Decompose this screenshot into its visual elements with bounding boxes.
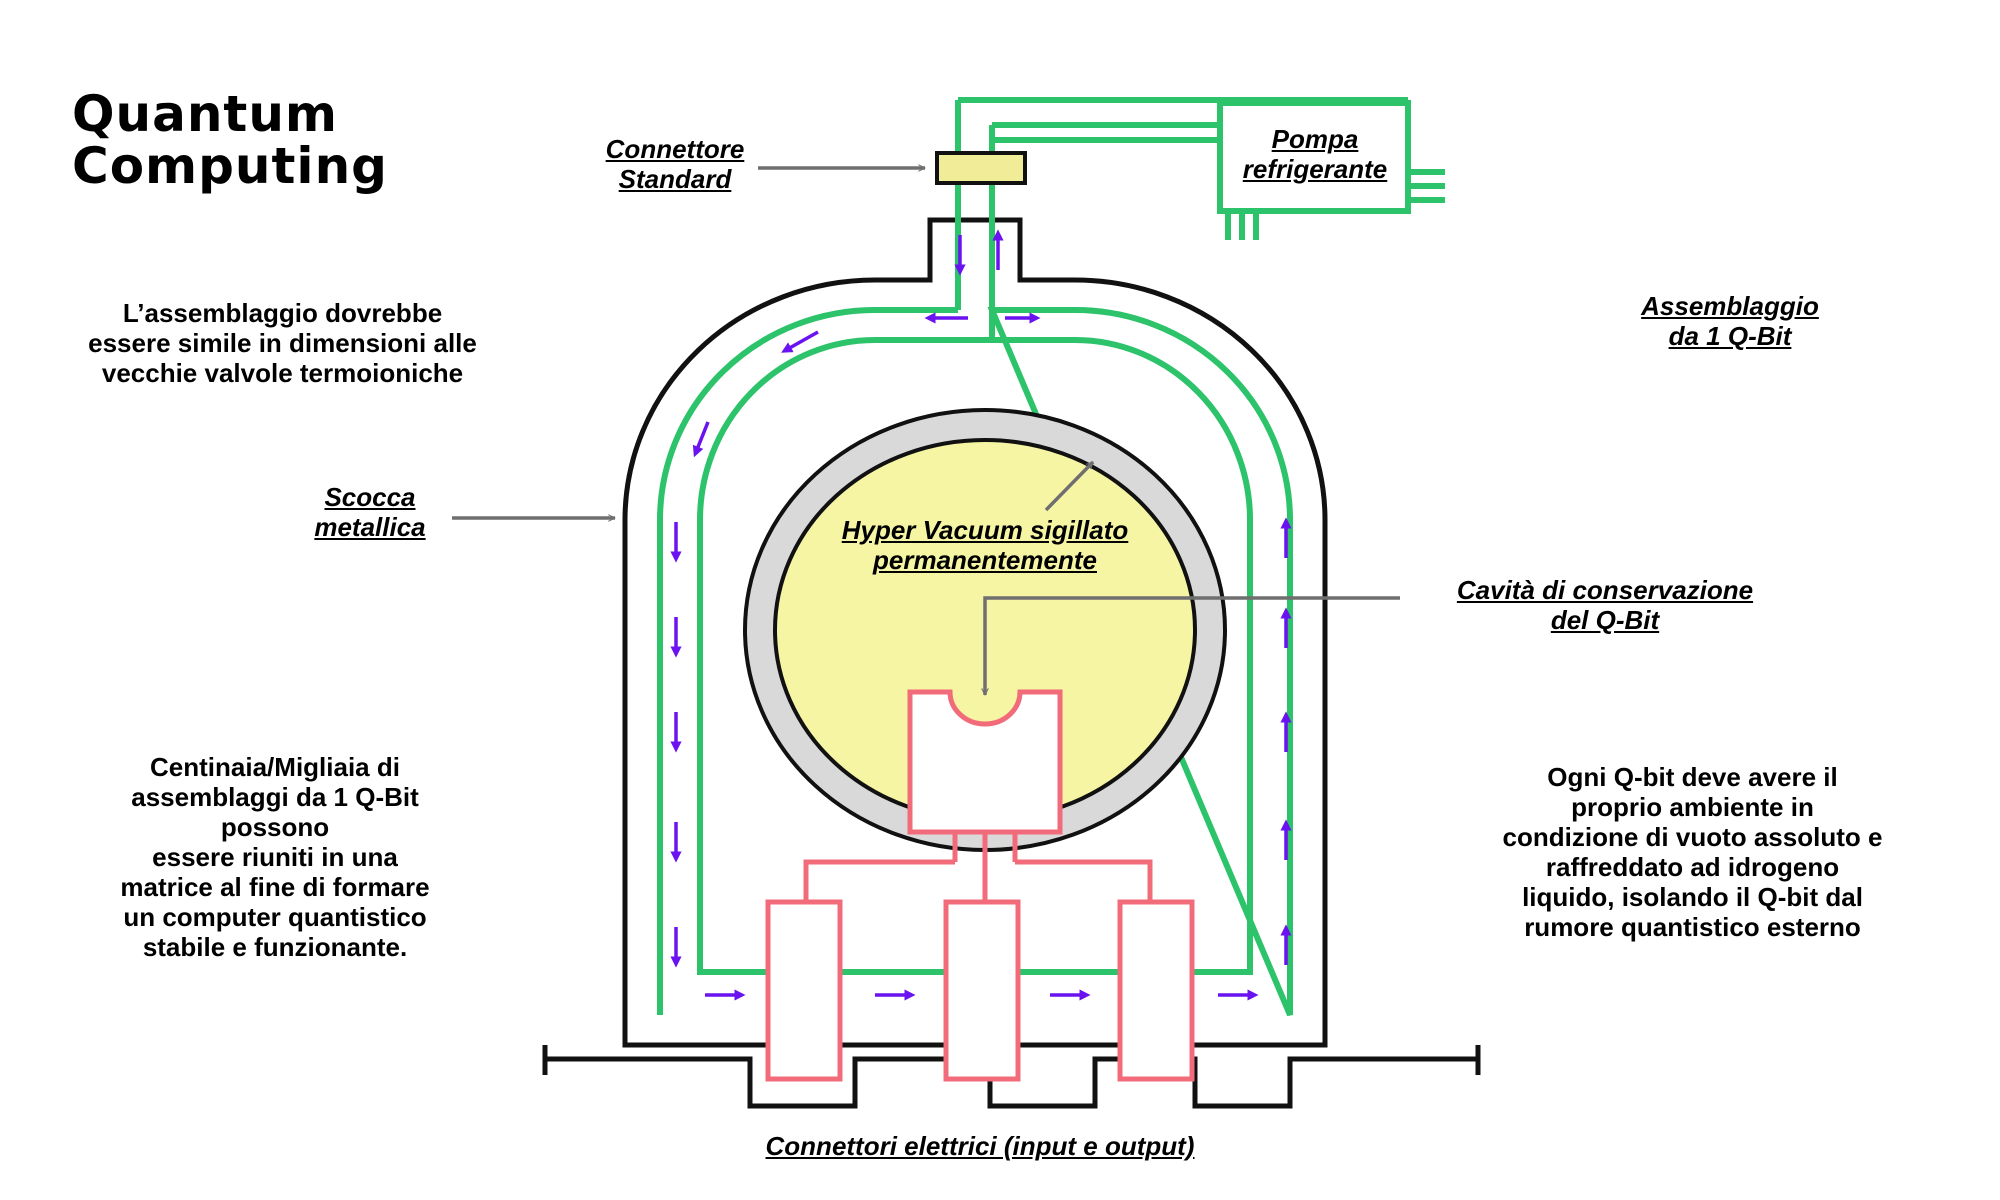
assembly-label: Assemblaggio da 1 Q-Bit bbox=[1641, 291, 1819, 351]
electric-connector-center bbox=[943, 899, 1021, 1082]
qbit-cavity bbox=[907, 689, 1063, 835]
pointer-arrows bbox=[452, 168, 1400, 695]
page-title: Quantum Computing bbox=[72, 88, 388, 192]
electric-connector-right bbox=[1117, 899, 1195, 1082]
title-line-1: Quantum bbox=[72, 85, 339, 143]
note-environment: Ogni Q-bit deve avere il proprio ambient… bbox=[1502, 762, 1883, 942]
qbit-circuit bbox=[765, 689, 1195, 1082]
standard-connector bbox=[935, 151, 1027, 185]
coolant-flow-arrows bbox=[670, 229, 1292, 1001]
note-dimensions: L’assemblaggio dovrebbe essere simile in… bbox=[88, 298, 477, 388]
electric-connectors-label: Connettori elettrici (input e output) bbox=[765, 1131, 1195, 1161]
note-matrix: Centinaia/Migliaia di assemblaggi da 1 Q… bbox=[120, 752, 430, 962]
cavity-label: Cavità di conservazione del Q-Bit bbox=[1456, 575, 1754, 635]
pump-label: Pompa refrigerante bbox=[1242, 124, 1388, 184]
title-line-2: Computing bbox=[72, 137, 388, 195]
vacuum-label: Hyper Vacuum sigillato permanentemente bbox=[841, 515, 1129, 575]
base-bar bbox=[542, 1045, 1481, 1109]
connector-label: Connettore Standard bbox=[605, 134, 745, 194]
shell-label: Scocca metallica bbox=[314, 482, 426, 542]
electric-connector-left bbox=[765, 899, 843, 1082]
